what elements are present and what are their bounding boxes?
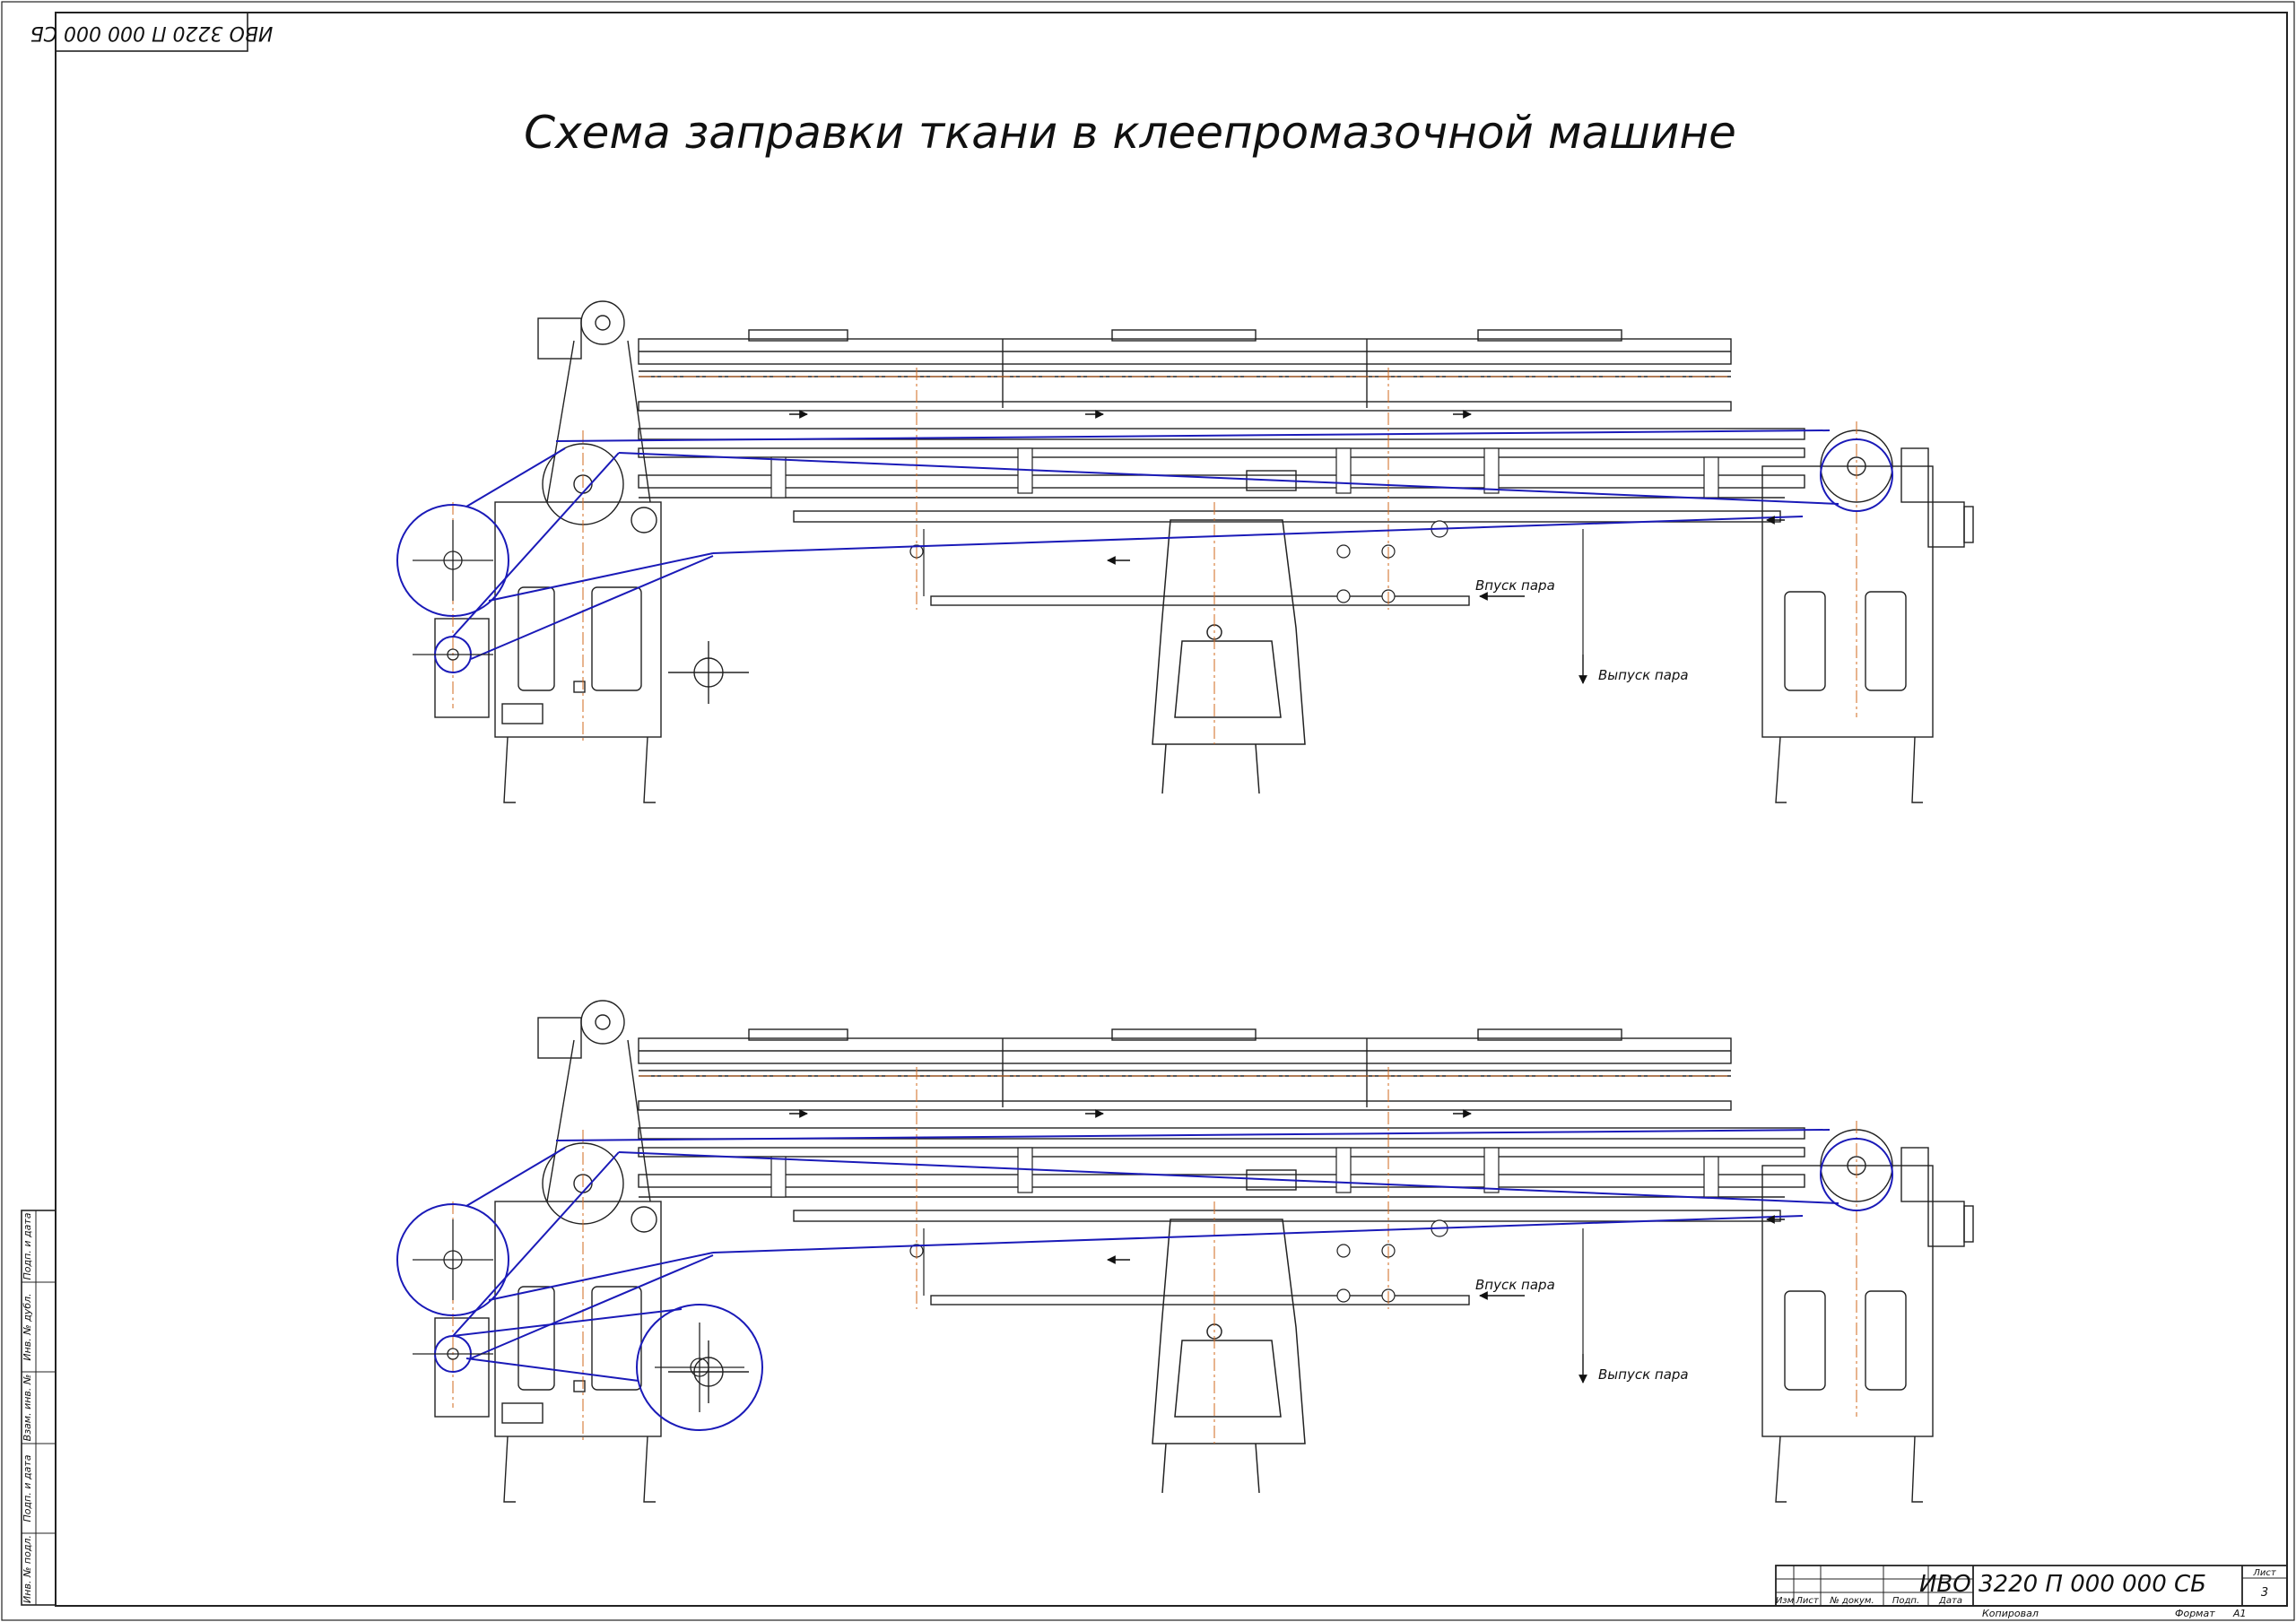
title-block-designation: ИВО 3220 П 000 000 СБ bbox=[1919, 1571, 2206, 1598]
title-block-header: Подп. bbox=[1892, 1596, 1919, 1606]
side-stamp: Подп. и дата Инв. № дубл. Взам. инв. № П… bbox=[21, 1210, 57, 1606]
title-block-header: Изм bbox=[1776, 1596, 1795, 1606]
sheet-label: Лист bbox=[2252, 1568, 2277, 1578]
top-stamp: ИВО 3220 П 000 000 СБ bbox=[30, 12, 274, 52]
copied-label: Копировал bbox=[1982, 1608, 2039, 1619]
side-stamp-cell: Взам. инв. № bbox=[22, 1375, 33, 1442]
steam-outlet-label: Выпуск пара bbox=[1598, 1366, 1689, 1383]
top-stamp-text: ИВО 3220 П 000 000 СБ bbox=[30, 22, 274, 44]
format-value: А1 bbox=[2232, 1608, 2247, 1619]
side-stamp-cell: Инв. № подл. bbox=[22, 1535, 33, 1603]
steam-inlet-label: Впуск пара bbox=[1475, 1277, 1555, 1293]
machine-view-lower: Впуск пара Выпуск пара bbox=[397, 1001, 1973, 1502]
side-stamp-cell: Подп. и дата bbox=[22, 1212, 33, 1279]
drawing-title: Схема заправки ткани в клеепромазочной м… bbox=[524, 107, 1736, 159]
steam-outlet-label: Выпуск пара bbox=[1598, 667, 1689, 683]
title-block bbox=[1775, 1565, 2288, 1607]
sheet-number: 3 bbox=[2261, 1586, 2268, 1600]
inner-frame bbox=[55, 12, 2288, 1607]
format-label: Формат bbox=[2175, 1608, 2215, 1619]
title-block-header: № докум. bbox=[1829, 1596, 1874, 1606]
machine-view-upper: Впуск пара Выпуск пара bbox=[397, 301, 1973, 802]
side-stamp-cell: Подп. и дата bbox=[22, 1454, 33, 1522]
take-up-reel bbox=[452, 1304, 763, 1431]
steam-inlet-label: Впуск пара bbox=[1475, 577, 1555, 594]
side-stamp-cell: Инв. № дубл. bbox=[22, 1293, 33, 1360]
title-block-header: Дата bbox=[1938, 1596, 1962, 1606]
title-block-header: Лист bbox=[1795, 1596, 1820, 1606]
